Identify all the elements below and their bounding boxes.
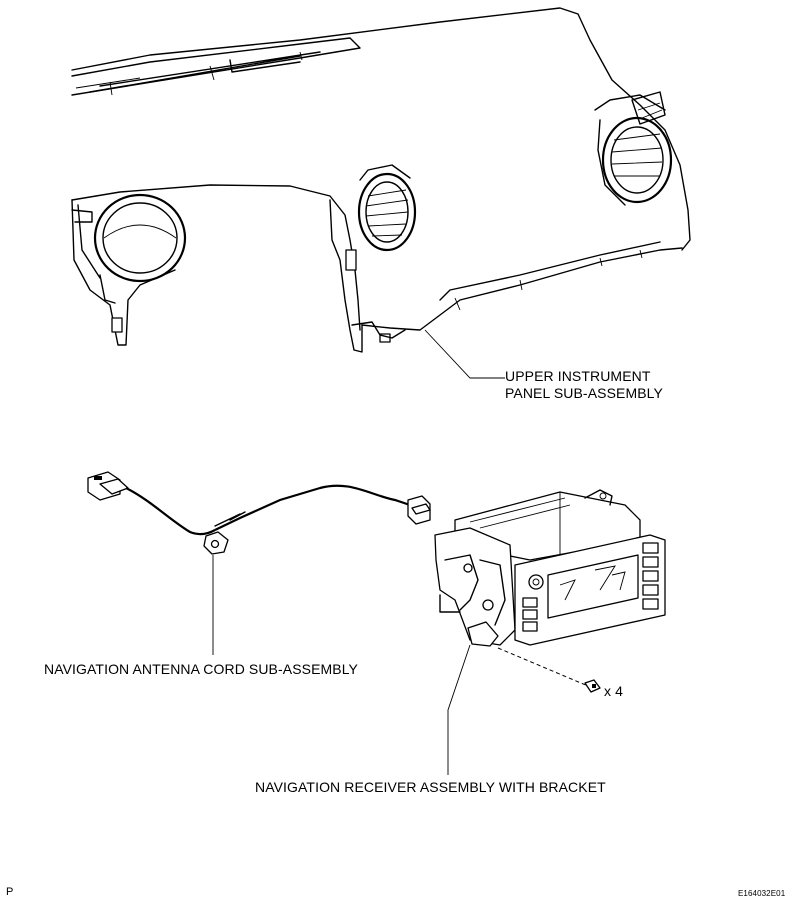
upper-panel-label-line1: UPPER INSTRUMENT (505, 368, 651, 384)
antenna-cord-drawing (87, 471, 431, 655)
receiver-label: NAVIGATION RECEIVER ASSEMBLY WITH BRACKE… (255, 779, 606, 795)
screw-quantity-label: x 4 (604, 683, 623, 699)
antenna-cord-label: NAVIGATION ANTENNA CORD SUB-ASSEMBLY (44, 661, 358, 677)
footer-left-code: P (6, 886, 14, 898)
figure-id: E164032E01 (738, 889, 786, 898)
navigation-receiver-drawing (434, 489, 666, 775)
upper-panel-label-line2: PANEL SUB-ASSEMBLY (505, 385, 663, 401)
screw-icon (584, 679, 601, 693)
upper-instrument-panel-drawing (71, 7, 691, 379)
